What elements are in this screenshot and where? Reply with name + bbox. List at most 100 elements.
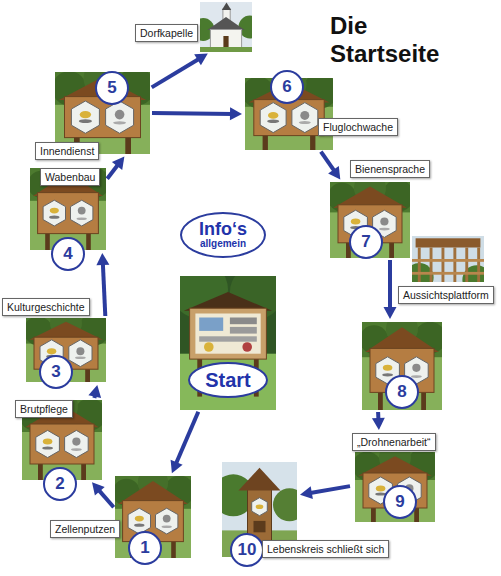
illustration-part — [199, 318, 223, 331]
illustration-part — [412, 272, 484, 275]
callout-number: 8 — [385, 375, 419, 409]
flow-arrow — [321, 152, 340, 180]
illustration-part — [128, 508, 150, 534]
station-board: 8 — [362, 322, 442, 410]
station-label: Aussichtsplattform — [398, 286, 494, 304]
illustration-part — [115, 110, 125, 120]
illustration-part — [254, 100, 324, 136]
illustration-part — [98, 489, 114, 507]
flow-arrow — [107, 156, 124, 178]
illustration-part — [292, 103, 318, 133]
illustration-part — [43, 200, 65, 226]
illustration-part — [47, 348, 56, 354]
illustration-part — [152, 58, 200, 87]
page-title: Die Startseite — [330, 12, 480, 67]
station-label: Innendienst — [35, 142, 99, 160]
station-board: 6Fluglochwache — [245, 78, 333, 150]
illustration-part — [230, 327, 257, 334]
illustration-part — [36, 430, 60, 457]
illustration-part — [134, 524, 144, 527]
illustration-part — [268, 112, 278, 119]
callout-number: 9 — [383, 485, 417, 519]
illustration-part — [207, 17, 244, 30]
illustration-part — [223, 36, 228, 48]
illustration-part — [103, 262, 106, 316]
illustration-part — [418, 248, 421, 283]
illustration-part — [71, 200, 93, 226]
illustration-part — [273, 488, 297, 521]
illustration-part — [49, 216, 59, 219]
illustration-part — [252, 498, 268, 516]
illustration-part — [156, 508, 178, 534]
illustration-part — [163, 515, 171, 523]
illustration-part — [267, 119, 279, 123]
station-board: 5Innendienst — [55, 72, 150, 154]
callout-number: 7 — [349, 225, 383, 259]
illustration-part — [75, 356, 86, 359]
illustration-part — [195, 314, 260, 354]
station-label: Brutpflege — [15, 400, 73, 418]
illustration-part — [50, 208, 59, 214]
illustration-part — [71, 448, 82, 451]
illustration-part — [222, 3, 231, 11]
station-board: 9„Drohnenarbeit“ — [352, 433, 442, 521]
station-label: Kulturgeschichte — [2, 298, 90, 316]
illustration-part — [309, 486, 350, 493]
flow-arrow — [92, 482, 114, 507]
flow-arrow — [152, 107, 242, 120]
illustration-part — [453, 248, 456, 283]
illustration-part — [411, 375, 422, 378]
illustration-part — [300, 486, 313, 499]
callout-number: 1 — [128, 531, 162, 565]
illustration-part — [230, 318, 257, 325]
flow-arrow — [152, 54, 208, 88]
illustration-part — [88, 385, 101, 398]
illustration-part — [382, 373, 393, 376]
illustration-part — [230, 107, 242, 120]
illustration-part — [210, 30, 241, 48]
callout-number: 2 — [43, 467, 77, 501]
station-label: Wabenbau — [40, 168, 100, 186]
illustration-part — [38, 193, 99, 234]
info-oval: Info‘sallgemein — [180, 212, 266, 258]
illustration-part — [77, 218, 87, 221]
illustration-part — [65, 97, 141, 138]
illustration-part — [430, 248, 433, 283]
callout-number: 10 — [230, 533, 264, 567]
station-tower: 10Lebenskreis schließt sich — [222, 462, 297, 557]
illustration-part — [162, 526, 172, 529]
illustration-part — [180, 354, 276, 410]
illustration-part — [477, 248, 480, 283]
illustration-part — [412, 364, 420, 372]
callout-number: 5 — [95, 71, 129, 105]
illustration-part — [465, 248, 468, 283]
callout-number: 6 — [270, 70, 304, 104]
illustration-part — [30, 424, 94, 464]
station-label: Fluglochwache — [318, 118, 398, 136]
flow-arrow — [96, 253, 109, 316]
station-board: 7Bienensprache — [330, 182, 410, 258]
illustration-part — [135, 516, 144, 522]
flow-arrow — [300, 486, 350, 499]
illustration-part — [106, 101, 134, 133]
station-label: Bienensprache — [350, 160, 430, 178]
illustration-part — [442, 248, 445, 283]
illustration-part — [380, 217, 388, 225]
illustration-part — [92, 482, 105, 495]
illustration-part — [254, 521, 266, 532]
illustration-part — [384, 307, 397, 319]
station-board: 4Wabenbau — [30, 168, 106, 250]
flow-arrow — [88, 385, 101, 398]
flow-arrow — [372, 412, 385, 430]
illustration-part — [321, 152, 335, 173]
illustration-part — [112, 156, 125, 170]
flow-arrow — [171, 412, 199, 473]
illustration-part — [69, 340, 92, 367]
start-oval: Start — [188, 362, 268, 398]
photo-illustration — [412, 236, 484, 282]
illustration-part — [72, 438, 80, 446]
platform-photo: Aussichtsplattform — [412, 236, 484, 282]
illustration-part — [260, 103, 286, 133]
illustration-part — [42, 446, 53, 449]
illustration-part — [190, 308, 267, 359]
